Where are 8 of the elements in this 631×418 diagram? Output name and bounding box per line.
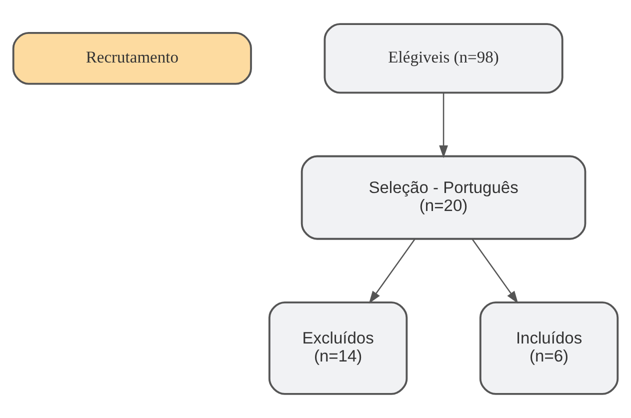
- node-box: Seleção - Português (n=20): [300, 155, 586, 240]
- node-box: Elégiveis (n=98): [324, 23, 564, 94]
- node-box: Incluídos (n=6): [479, 301, 619, 395]
- node-box: Recrutamento: [12, 32, 252, 85]
- arrow: [472, 238, 518, 304]
- arrow: [368, 238, 416, 304]
- arrow: [439, 92, 448, 158]
- node-box: Excluídos (n=14): [268, 301, 408, 395]
